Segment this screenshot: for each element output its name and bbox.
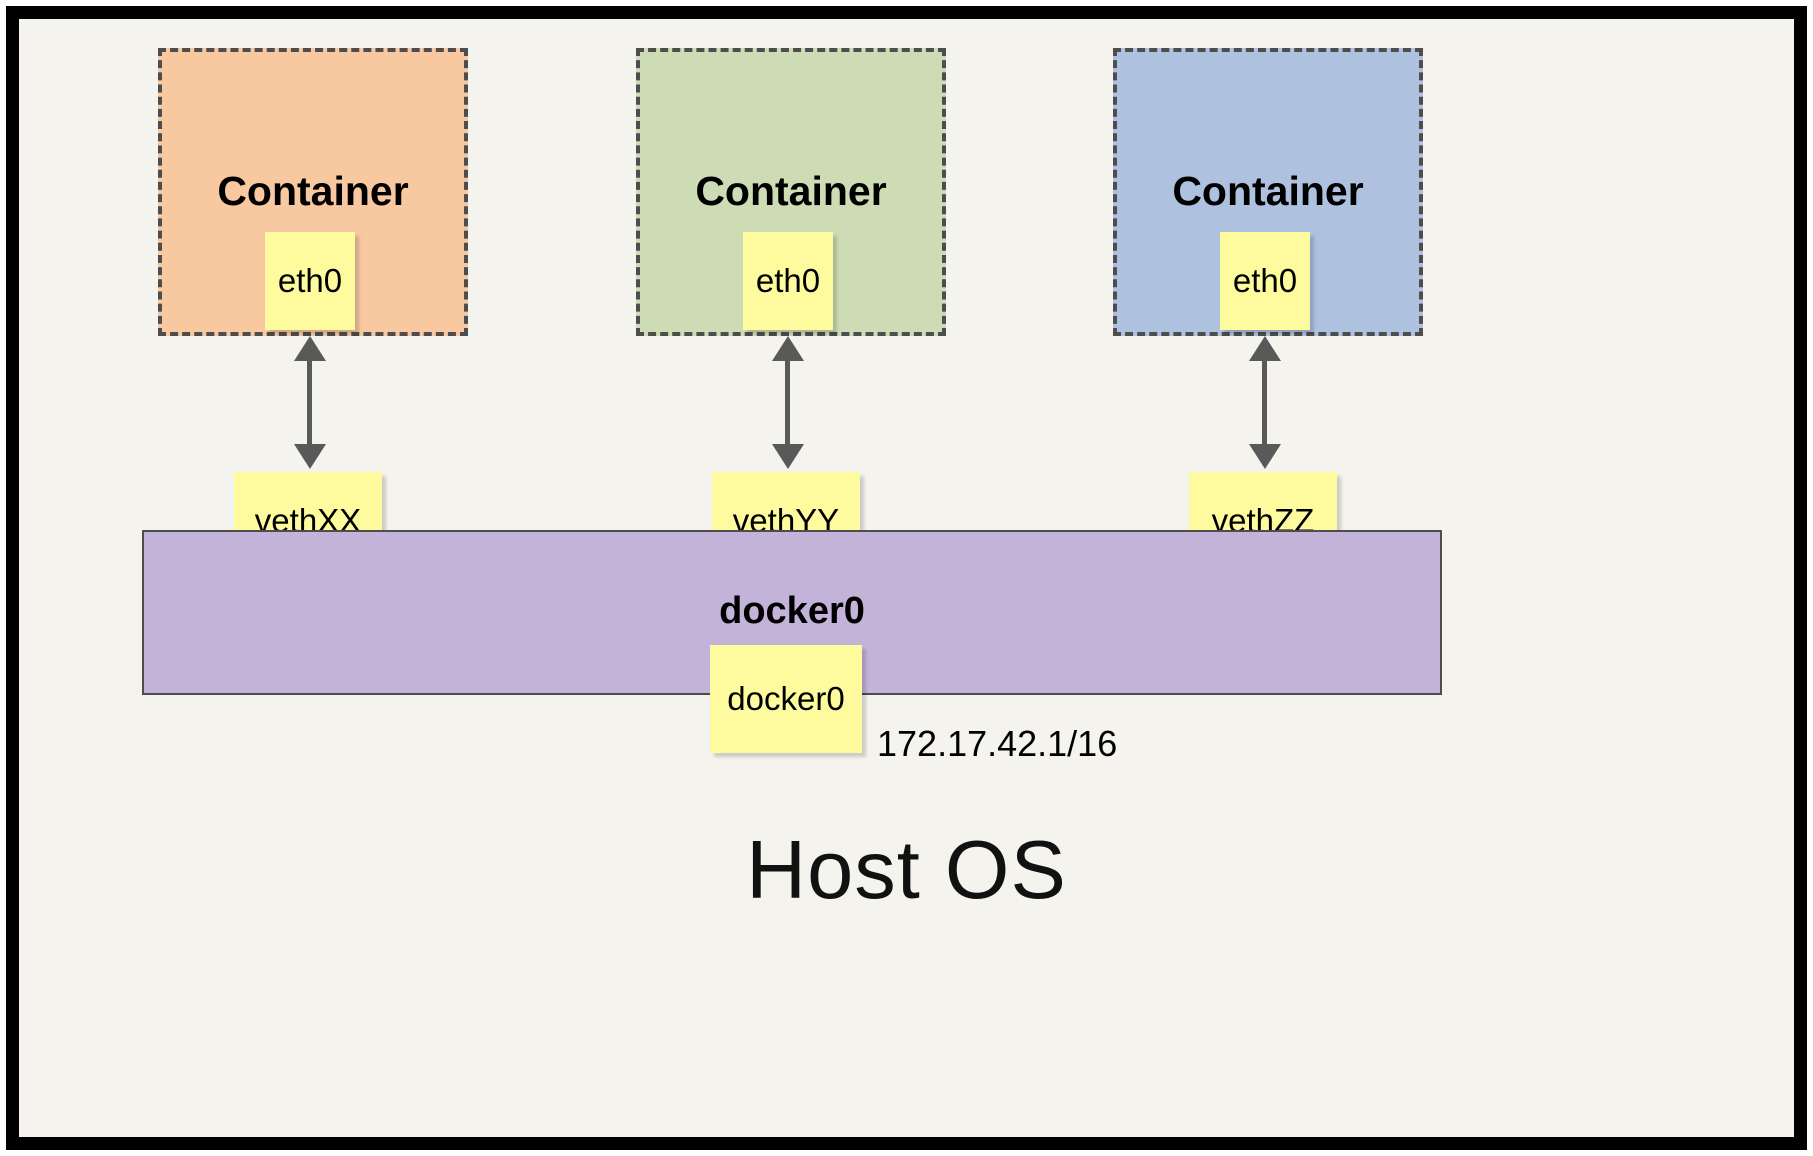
arrow-head-up-3 xyxy=(1249,336,1281,361)
arrow-head-down-1 xyxy=(294,444,326,469)
container-title-2: Container xyxy=(695,168,887,214)
arrow-line-1 xyxy=(307,358,312,450)
arrow-head-down-3 xyxy=(1249,444,1281,469)
arrow-line-2 xyxy=(785,358,790,450)
eth0-box-1: eth0 xyxy=(265,232,355,330)
arrow-head-up-1 xyxy=(294,336,326,361)
container-title-3: Container xyxy=(1172,168,1364,214)
host-os-label: Host OS xyxy=(746,823,1067,916)
docker0-bridge-label: docker0 xyxy=(719,590,865,632)
eth0-box-2: eth0 xyxy=(743,232,833,330)
arrow-head-up-2 xyxy=(772,336,804,361)
docker0-interface-box: docker0 xyxy=(710,645,862,753)
container-title-1: Container xyxy=(217,168,409,214)
eth0-box-3: eth0 xyxy=(1220,232,1310,330)
docker0-ip-label: 172.17.42.1/16 xyxy=(877,723,1118,764)
arrow-head-down-2 xyxy=(772,444,804,469)
arrow-line-3 xyxy=(1262,358,1267,450)
